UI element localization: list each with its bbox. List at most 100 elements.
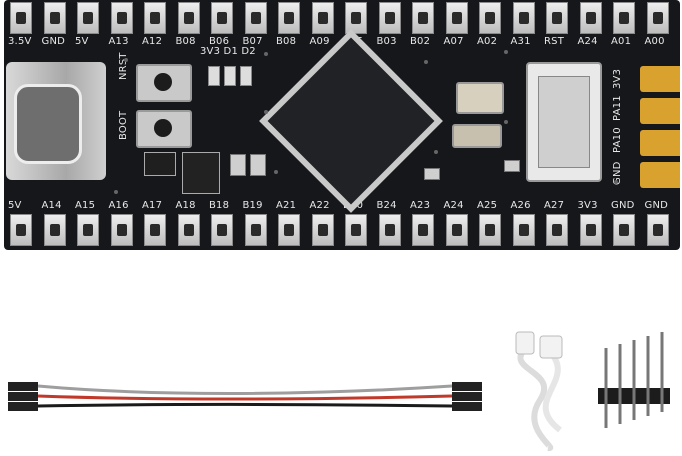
header-pin (646, 2, 669, 34)
header-pin (345, 214, 367, 246)
header-pin (613, 2, 635, 34)
header-pin (177, 214, 200, 246)
pin-label: B06 (209, 36, 230, 47)
via (504, 50, 508, 54)
pin-label: A07 (443, 36, 464, 47)
resistor (504, 160, 520, 172)
header-pin (278, 2, 300, 34)
pin-label: A25 (477, 200, 498, 211)
pin-label: 3.5V (8, 36, 32, 47)
header-pin (646, 214, 669, 246)
header-pin (546, 2, 568, 34)
header-pin (546, 214, 568, 246)
pin-label: B08 (276, 36, 297, 47)
via (424, 60, 428, 64)
header-pin (479, 214, 501, 246)
pin-header-strip (598, 332, 670, 428)
header-pin (110, 2, 133, 34)
microcontroller-board: 3.5VGND5VA13A12B08B06B07B08A09A05B03B02A… (4, 0, 680, 250)
nrst-label: NRST (118, 52, 129, 80)
pin-label: B03 (376, 36, 397, 47)
pin-label: A13 (108, 36, 129, 47)
header-pin (412, 214, 434, 246)
pin-label: B18 (209, 200, 230, 211)
side-pad-label: PA10 (612, 127, 623, 153)
fpc-connector (526, 62, 602, 182)
pin-label: RST (544, 36, 565, 47)
boot-label: BOOT (118, 110, 129, 140)
pin-label: GND (644, 200, 669, 211)
pin-label: A23 (410, 200, 431, 211)
header-pin (445, 214, 468, 246)
header-pin (412, 2, 434, 34)
header-pin (177, 2, 200, 34)
header-pin (144, 214, 166, 246)
side-pad-label: 3V3 (612, 68, 623, 89)
pin-label: B07 (242, 36, 263, 47)
pin-label: B19 (242, 200, 263, 211)
regulator (182, 152, 220, 194)
header-pin (77, 2, 99, 34)
pin-label: GND (611, 200, 635, 211)
header-pin (244, 214, 267, 246)
pin-label: A22 (309, 200, 330, 211)
header-pin (278, 214, 300, 246)
pin-label: A14 (41, 200, 62, 211)
header-pin (311, 2, 334, 34)
pin-label: A01 (611, 36, 632, 47)
pin-label: 5V (8, 200, 22, 211)
pin-label: A09 (309, 36, 330, 47)
nrst-button (136, 64, 192, 102)
pin-label: A21 (276, 200, 297, 211)
via (434, 150, 438, 154)
via (264, 52, 268, 56)
pin-label: B20 (343, 200, 364, 211)
gold-pad-1 (640, 66, 680, 92)
pin-label: A17 (142, 200, 163, 211)
pin-label: A27 (544, 200, 565, 211)
header-pin (445, 2, 468, 34)
pin-label: A18 (175, 200, 196, 211)
side-pad-label: PA11 (612, 95, 623, 121)
header-pin (77, 214, 99, 246)
usb-c-connector (6, 62, 106, 180)
capacitor (250, 154, 266, 176)
led-d2 (240, 66, 252, 86)
accessories-illustration (8, 331, 670, 452)
usb-c-port (14, 84, 82, 164)
header-pin (378, 214, 401, 246)
pin-label: A26 (510, 200, 531, 211)
pin-label: A12 (142, 36, 163, 47)
gold-pad-2 (640, 98, 680, 124)
led-label: 3V3 D1 D2 (200, 46, 256, 57)
pin-label: 3V3 (577, 200, 598, 211)
header-pin (613, 214, 635, 246)
header-pin (579, 2, 602, 34)
mcu-chip (267, 37, 435, 205)
header-pin (479, 2, 501, 34)
header-pin (43, 2, 66, 34)
led-d1 (224, 66, 236, 86)
via (504, 120, 508, 124)
header-pin (579, 214, 602, 246)
pin-label: A16 (108, 200, 129, 211)
pin-label: B08 (175, 36, 196, 47)
pin-label: A00 (644, 36, 665, 47)
pin-label: A31 (510, 36, 531, 47)
pin-label: A15 (75, 200, 96, 211)
via (274, 170, 278, 174)
header-pin (10, 2, 32, 34)
pin-label: 5V (75, 36, 89, 47)
pin-label: A24 (443, 200, 464, 211)
header-pin (43, 214, 66, 246)
fpc-slot (538, 76, 590, 168)
pin-label: GND (41, 36, 66, 47)
via (264, 110, 268, 114)
via (114, 190, 118, 194)
boot-button (136, 110, 192, 148)
pin-label: B24 (376, 200, 397, 211)
usb-c-cable (515, 331, 563, 452)
dupont-jumper-wire (8, 382, 482, 411)
crystal-32k (452, 124, 502, 148)
via (124, 58, 128, 62)
